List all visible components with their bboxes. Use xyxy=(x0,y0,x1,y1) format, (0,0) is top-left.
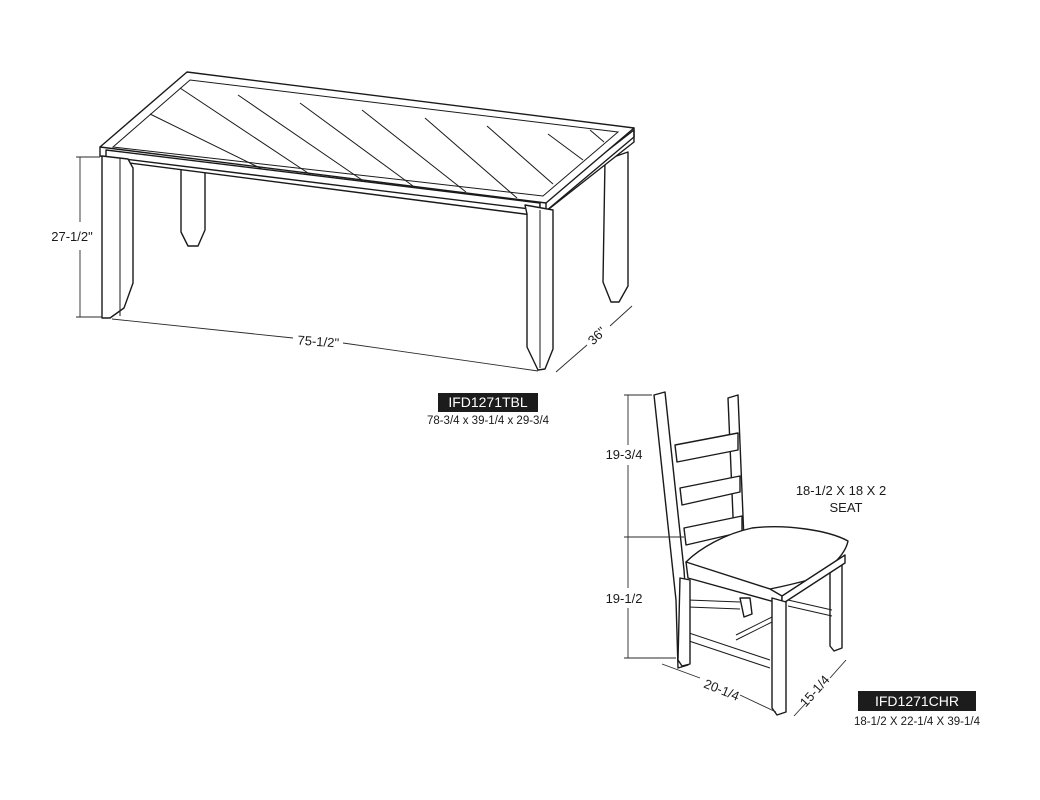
chair-back-slat-middle xyxy=(679,475,741,506)
chair-depth-label: 15-1/4 xyxy=(797,672,833,709)
table-front-right-leg xyxy=(524,204,554,371)
chair-back-height-dimension: 19-3/4 xyxy=(606,394,652,537)
table-back-left-leg xyxy=(180,164,206,247)
table-top-front-edge xyxy=(99,146,547,212)
table-height-label: 27-1/2" xyxy=(51,229,93,244)
table-overall-dimensions: 78-3/4 x 39-1/4 x 29-3/4 xyxy=(427,415,550,427)
chair-front-left-leg xyxy=(677,577,691,667)
chair-back-right-leg xyxy=(739,597,753,618)
chair-back-height-label: 19-3/4 xyxy=(606,447,643,462)
table-height-dimension: 27-1/2" xyxy=(51,156,102,318)
table-top-planks xyxy=(149,87,605,199)
chair-overall-dimensions: 18-1/2 X 22-1/4 X 39-1/4 xyxy=(854,716,981,728)
chair-width-dimension: 20-1/4 xyxy=(661,663,777,713)
table-length-dimension: 75-1/2" xyxy=(111,318,539,372)
table-back-right-leg xyxy=(602,151,629,303)
chair-model-tag: IFD1271CHR 18-1/2 X 22-1/4 X 39-1/4 xyxy=(854,691,981,728)
chair-back-slat-top xyxy=(674,432,739,463)
table-top-side-edge xyxy=(545,127,635,212)
table-depth-label: 36" xyxy=(585,323,609,347)
chair-seat-height-dimension: 19-1/2 xyxy=(606,536,684,659)
chair-model-number: IFD1271CHR xyxy=(875,693,959,709)
table-length-label: 75-1/2" xyxy=(297,333,340,351)
chair-seat-word-label: SEAT xyxy=(830,500,863,515)
dining-table-illustration xyxy=(99,71,635,371)
chair-seat-label-callout: 18-1/2 X 18 X 2 SEAT xyxy=(796,483,886,515)
chair-right-stretcher xyxy=(787,599,833,617)
chair-front-stretcher xyxy=(685,631,771,669)
chair-depth-dimension: 15-1/4 xyxy=(793,659,847,717)
side-chair-illustration xyxy=(653,391,849,716)
table-model-tag: IFD1271TBL 78-3/4 x 39-1/4 x 29-3/4 xyxy=(427,393,550,427)
chair-front-right-leg xyxy=(771,597,787,716)
chair-seat-height-label: 19-1/2 xyxy=(606,591,643,606)
table-depth-dimension: 36" xyxy=(555,305,633,373)
chair-rear-right-leg xyxy=(829,562,843,652)
chair-seat-size-label: 18-1/2 X 18 X 2 xyxy=(796,483,886,498)
table-top-inner-border xyxy=(111,79,620,197)
table-model-number: IFD1271TBL xyxy=(448,394,528,410)
table-front-left-leg xyxy=(101,155,134,319)
chair-width-label: 20-1/4 xyxy=(702,676,742,704)
chair-back-stretcher xyxy=(687,599,741,610)
